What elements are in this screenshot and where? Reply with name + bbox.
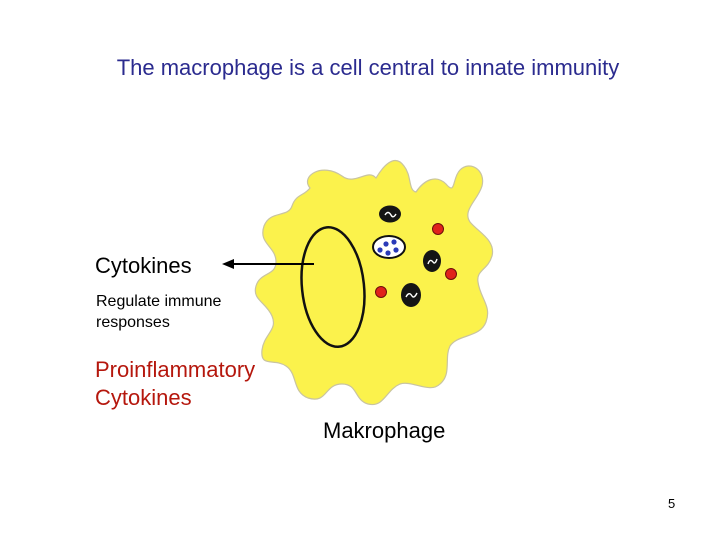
- proinflammatory-line-2: Cytokines: [95, 385, 192, 410]
- slide-title: The macrophage is a cell central to inna…: [116, 55, 620, 80]
- page-number: 5: [668, 496, 676, 511]
- blue-granule: [383, 241, 389, 247]
- blue-granule: [377, 247, 383, 253]
- phagosome: [379, 205, 401, 223]
- red-granule: [375, 286, 387, 298]
- cytokines-label: Cytokines: [95, 253, 192, 278]
- proinflammatory-label: Proinflammatory Cytokines: [95, 356, 255, 412]
- vacuole: [372, 235, 406, 259]
- red-granule: [432, 223, 444, 235]
- proinflammatory-line-1: Proinflammatory: [95, 357, 256, 382]
- arrow-head-icon: [222, 259, 234, 269]
- cell-name-label: Makrophage: [323, 418, 446, 443]
- regulate-label: Regulate immune responses: [96, 293, 222, 331]
- phagosome: [423, 250, 441, 272]
- macrophage-cell-body: [254, 159, 494, 406]
- blue-granule: [391, 239, 397, 245]
- nucleus: [300, 225, 366, 349]
- blue-granule: [385, 250, 391, 256]
- red-granule: [445, 268, 457, 280]
- blue-granule: [393, 247, 399, 253]
- phagosome: [401, 283, 421, 307]
